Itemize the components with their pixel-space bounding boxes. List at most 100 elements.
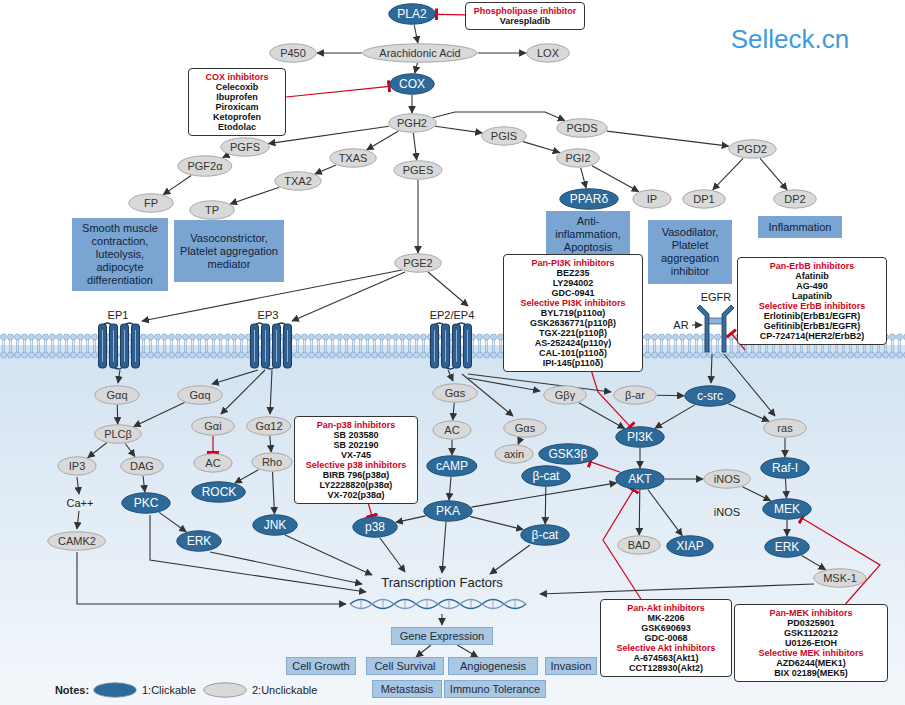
node-label: PGH2: [397, 117, 427, 129]
activation-arrow: [523, 142, 560, 153]
legend-swatch: [93, 682, 137, 698]
outcome-box: Angiogenesis: [448, 657, 538, 675]
activation-arrow: [88, 443, 107, 458]
inhibition-line: [212, 436, 213, 453]
node-label: Gαi: [204, 420, 221, 432]
node-ellipse: [194, 454, 232, 472]
node-line: Selective MEK inhibitors: [758, 648, 863, 658]
node-label: XIAP: [676, 539, 703, 553]
node-line: IPI-145(p110δ): [520, 358, 625, 368]
activation-arrow: [413, 133, 416, 160]
swatch-shape: [203, 682, 247, 698]
node-ellipse: [395, 254, 442, 272]
node-line: Selective Akt inhibitors: [616, 643, 715, 653]
activation-arrow: [665, 478, 703, 479]
unclickable-node: FP: [128, 193, 174, 213]
egfr-receptor: [697, 305, 734, 352]
effect-box: Anti-inflammation, Apoptosis: [546, 211, 630, 258]
node-label: Pan-Akt inhibitorsMK-2206GSK690693GDC-00…: [616, 603, 715, 673]
node-line: Etodolac: [206, 122, 269, 132]
node-label: TP: [205, 204, 219, 216]
node-ellipse: [814, 569, 866, 587]
clickable-node: ROCK: [191, 481, 246, 503]
node-label: DP1: [693, 193, 714, 205]
node-label: AC: [205, 457, 220, 469]
node-title: Phospholipase inhibitor: [474, 6, 577, 16]
node-label: Cell Survival: [374, 660, 435, 672]
node-label: ROCK: [202, 485, 237, 499]
node-ellipse: [522, 466, 570, 486]
node-title: LOX: [537, 47, 559, 59]
receptor-name: EP3: [258, 309, 279, 322]
node-ellipse: [633, 190, 671, 208]
activation-arrow: [592, 166, 639, 192]
activation-arrow: [545, 487, 547, 524]
node-title: Smooth muscle contraction, luteolysis, a…: [75, 222, 165, 287]
node-label: PGD2: [737, 143, 767, 155]
activation-arrow: [742, 487, 770, 501]
node-title: Pan-Akt inhibitors: [616, 603, 715, 613]
clickable-node: ERK: [176, 530, 222, 552]
clickable-node: p38: [352, 516, 398, 538]
activation-arrow: [786, 479, 787, 498]
node-label: Pan-ErbB inhibitorsAfatinibAG-490Lapatin…: [759, 261, 866, 341]
activation-arrow: [453, 403, 454, 420]
node-ellipse: [121, 457, 163, 475]
receptor-name: EGFR: [701, 291, 732, 304]
node-title: Gαq: [189, 389, 210, 401]
node-ellipse: [433, 384, 477, 402]
node-label: Pan-p38 inhibitorsSB 203580SB 202190VX-7…: [306, 420, 407, 500]
node-label: Inflammation: [769, 221, 832, 234]
node-ellipse: [389, 4, 436, 24]
activation-arrow: [367, 131, 398, 150]
node-label: DAG: [130, 460, 154, 472]
unclickable-node: PGFS: [220, 137, 270, 157]
node-title: PKC: [134, 496, 159, 510]
node-line: VX-745: [306, 450, 407, 460]
node-title: PGIS: [491, 130, 517, 142]
node-label: MSK-1: [823, 572, 857, 584]
node-ellipse: [178, 156, 232, 176]
node-label: TXAS: [339, 152, 368, 164]
node-label: PGI2: [565, 152, 590, 164]
node-ellipse: [270, 44, 316, 62]
node-ellipse: [763, 499, 811, 519]
node-label: ras: [777, 422, 792, 434]
activation-arrow: [607, 131, 729, 146]
node-line: TGX-221(p110β): [520, 328, 625, 338]
activation-arrow: [414, 25, 418, 43]
node-ellipse: [394, 161, 442, 179]
node-title: Pan-p38 inhibitors: [306, 420, 407, 430]
unclickable-node: PGH2: [388, 113, 437, 133]
outcome-box: Cell Survival: [366, 657, 444, 675]
unclickable-node: PLCβ: [94, 424, 142, 444]
activation-arrow: [411, 95, 412, 113]
activation-arrow: [134, 402, 185, 426]
clickable-node: c-src: [684, 385, 736, 407]
activation-arrow: [315, 165, 336, 174]
node-title: Rho: [262, 456, 282, 468]
node-title: Cell Growth: [292, 660, 349, 672]
clickable-node: MEK: [762, 498, 812, 520]
node-title: DAG: [130, 460, 154, 472]
node-ellipse: [761, 458, 809, 478]
clickable-node: AKT: [615, 468, 665, 490]
node-title: PLA2: [397, 7, 426, 21]
clickable-node: XIAP: [666, 535, 714, 557]
unclickable-node: IP: [632, 189, 672, 209]
node-line: Selective p38 inhibitors: [306, 460, 407, 470]
node-label: ERK: [187, 534, 212, 548]
node-title: Vasodilator, Platelet aggregation inhibi…: [651, 226, 729, 278]
node-ellipse: [192, 417, 234, 435]
node-line: AZD6244(MEK1): [758, 658, 863, 668]
node-label: Angiogenesis: [460, 660, 526, 672]
node-line: Selective PI3K inhibitors: [520, 298, 625, 308]
node-label: Pan-MEK inhibitorsPD0325901GSK1120212U01…: [758, 608, 863, 678]
activation-arrow: [235, 470, 259, 483]
unclickable-node: DP2: [773, 189, 817, 209]
node-title: PGF2α: [187, 160, 222, 172]
node-title: β-cat: [532, 528, 559, 542]
node-title: TXA2: [284, 175, 312, 187]
node-line: AS-252424(p110γ): [520, 338, 625, 348]
node-line: BIX 02189(MEK5): [758, 668, 863, 678]
